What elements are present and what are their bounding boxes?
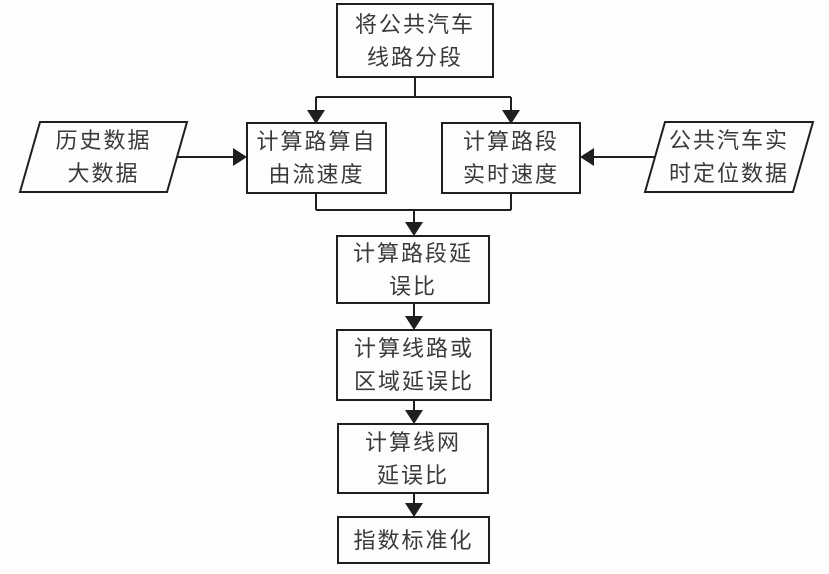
edge-gps-to-realtime <box>580 148 655 166</box>
segment-delay-box <box>336 235 490 304</box>
arrow-down-to-realtime-icon <box>502 110 520 124</box>
network-delay-box <box>337 423 489 494</box>
standardize-box <box>337 516 490 564</box>
arrow-down-to-segment-delay-icon <box>405 222 423 236</box>
arrow-right-icon <box>233 148 247 166</box>
edge-network-to-standardize <box>405 493 423 517</box>
node-shapes <box>18 3 815 564</box>
realtime-speed-box <box>441 122 581 194</box>
arrow-down-to-freeflow-icon <box>307 110 325 124</box>
edge-split-top <box>307 77 520 124</box>
edge-history-to-freeflow <box>177 148 247 166</box>
freeflow-speed-box <box>246 122 387 194</box>
edge-merge-to-segment-delay <box>315 193 512 236</box>
edge-route-area-to-network <box>405 400 423 424</box>
arrow-down-to-route-area-icon <box>405 316 423 330</box>
history-data-parallelogram <box>18 121 189 193</box>
route-area-delay-box <box>336 329 492 401</box>
arrow-down-to-network-icon <box>405 410 423 424</box>
arrow-down-to-standardize-icon <box>405 503 423 517</box>
edge-segment-to-route-area <box>405 303 423 330</box>
segment-route-box <box>336 3 494 78</box>
gps-data-parallelogram <box>643 121 815 193</box>
arrow-left-icon <box>580 148 594 166</box>
